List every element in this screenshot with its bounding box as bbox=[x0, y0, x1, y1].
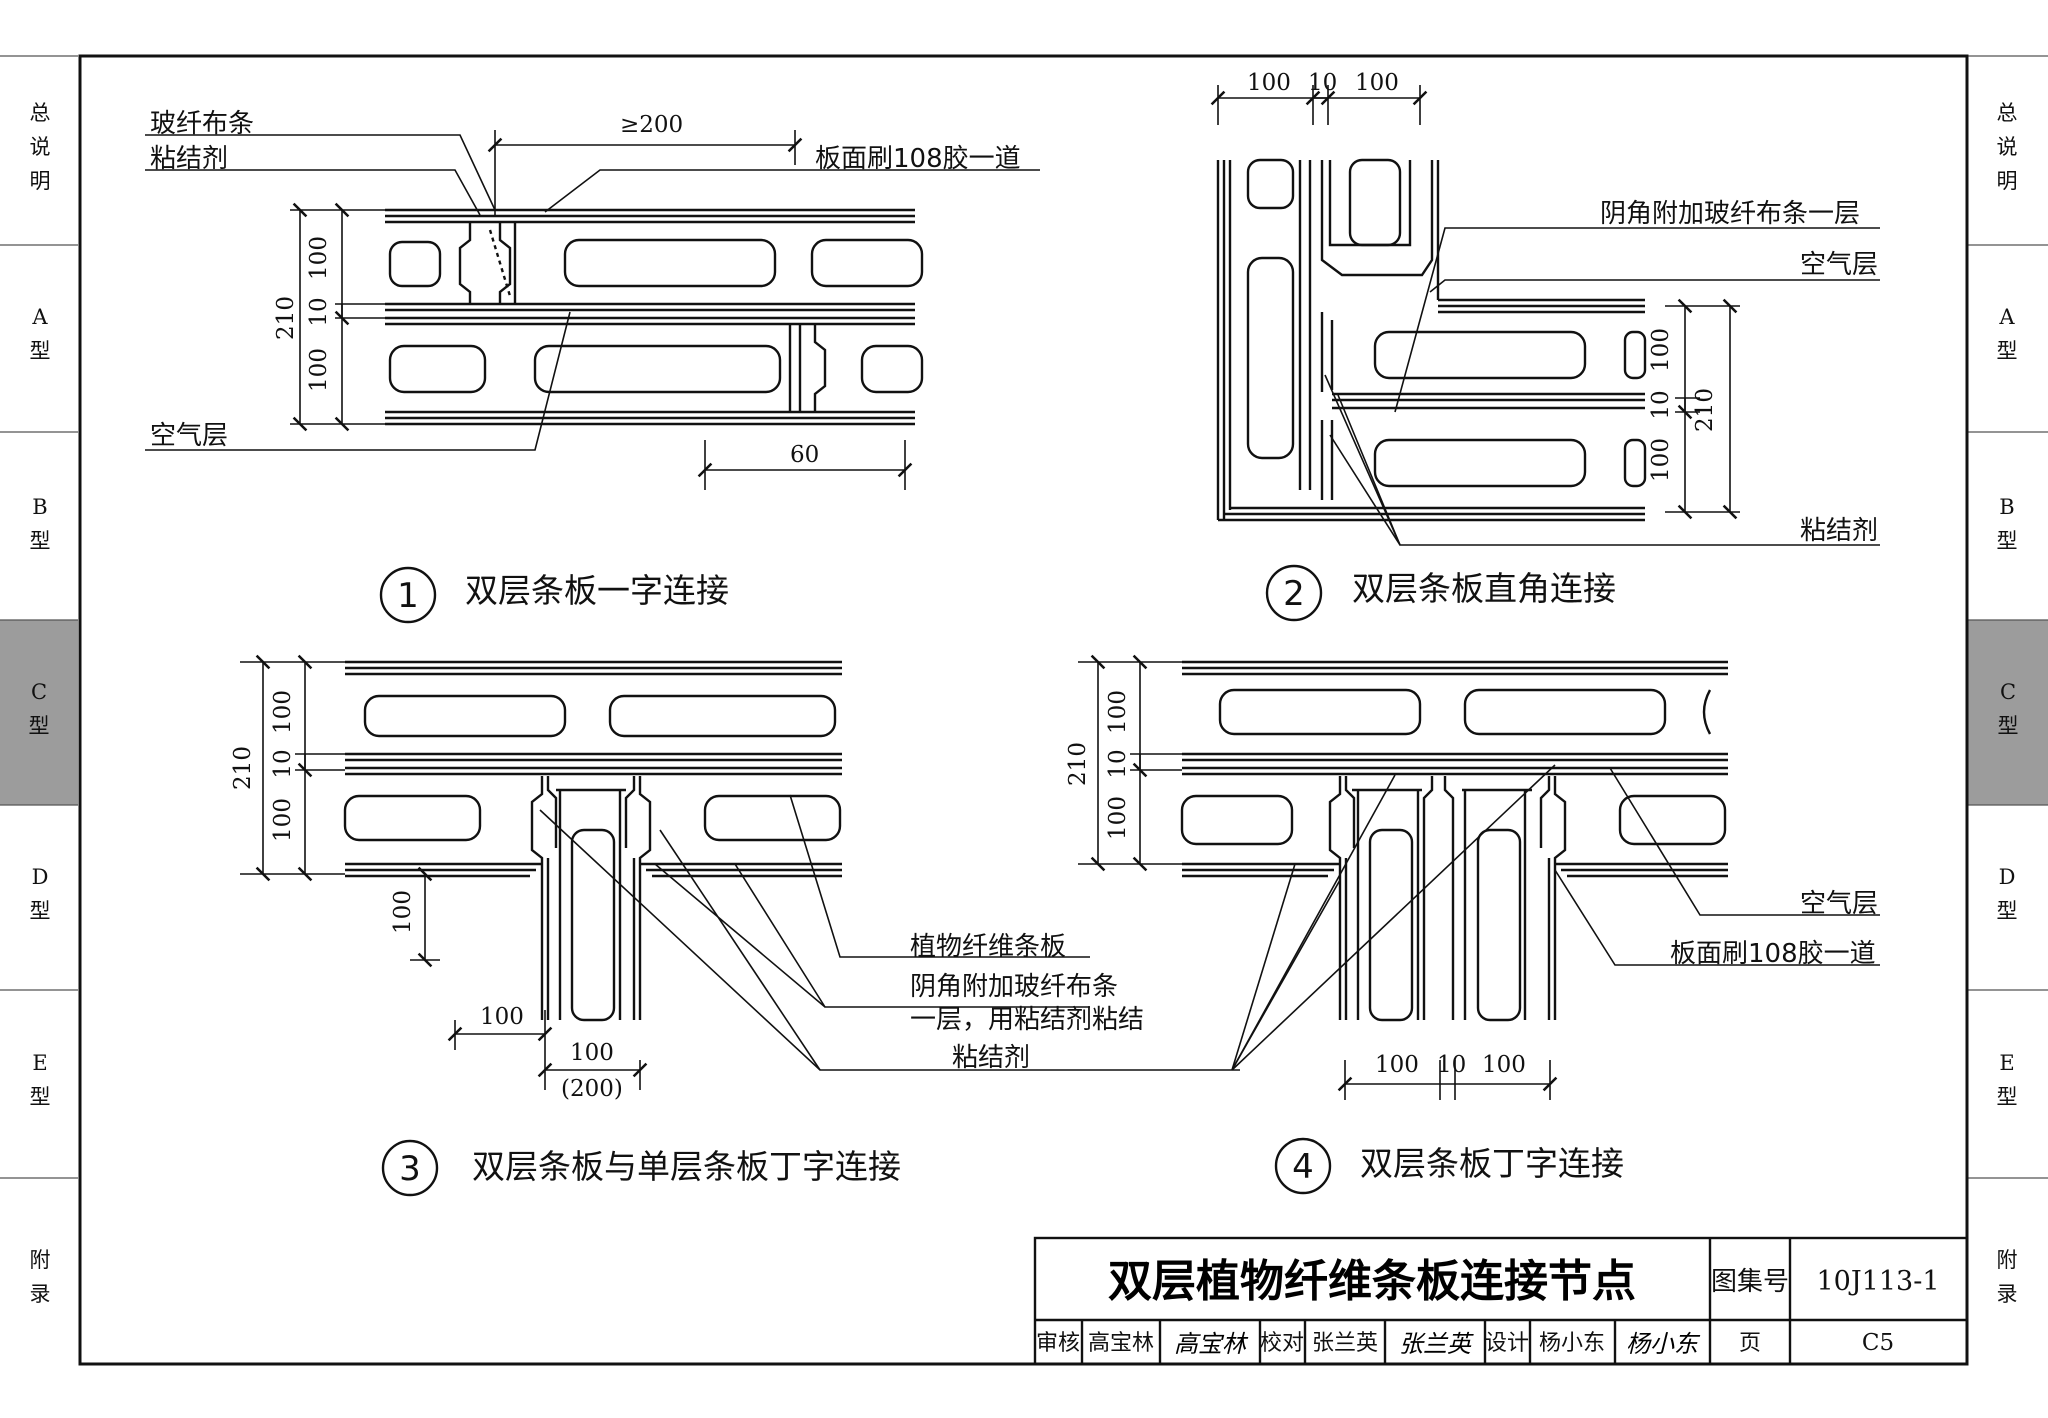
d2-number-circle bbox=[1265, 564, 1323, 622]
d4-dim-bottom: 100 bbox=[1105, 796, 1131, 840]
d3-label-adhesive: 粘结剂 bbox=[952, 1043, 1030, 1073]
title-block-grid bbox=[1033, 1236, 1969, 1366]
page-label: 页 bbox=[1739, 1331, 1761, 1356]
d3-dim-bottom: 100 bbox=[270, 798, 296, 842]
d1-label-glue: 板面刷108胶一道 bbox=[815, 144, 1021, 174]
d3-dim-stub: 100 bbox=[390, 890, 416, 934]
detail-2-dimensions bbox=[1210, 85, 1880, 546]
d4-label-air: 空气层 bbox=[1800, 889, 1878, 919]
side-tab-general-right[interactable]: 总说明 bbox=[1996, 101, 2018, 193]
page-no: C5 bbox=[1862, 1330, 1894, 1356]
atlas-no-label: 图集号 bbox=[1711, 1267, 1789, 1297]
d3-dim-top: 100 bbox=[270, 690, 296, 734]
d2-number: 2 bbox=[1283, 574, 1305, 614]
d2-dim-total: 210 bbox=[1692, 388, 1718, 432]
d1-dim-bottom: 100 bbox=[306, 348, 332, 392]
d2-label-adhesive: 粘结剂 bbox=[1800, 516, 1878, 546]
checker-signature: 张兰英 bbox=[1399, 1330, 1474, 1358]
d1-label-adhesive: 粘结剂 bbox=[150, 144, 228, 174]
d3-dim-gap: 10 bbox=[270, 749, 296, 778]
d4-dim-gap: 10 bbox=[1105, 749, 1131, 778]
d1-label-air: 空气层 bbox=[150, 421, 228, 451]
d1-dim-offset: 60 bbox=[790, 442, 819, 468]
detail-1-drawing bbox=[385, 208, 924, 426]
reviewer-signature: 高宝林 bbox=[1174, 1330, 1249, 1358]
d4-dim-top: 100 bbox=[1105, 690, 1131, 734]
detail-4-drawing bbox=[1180, 660, 1728, 1022]
detail-1-dimensions bbox=[145, 130, 1040, 490]
d2-dim-gap: 10 bbox=[1308, 70, 1337, 96]
d3-dim-width-alt: (200) bbox=[561, 1076, 623, 1102]
d3-dim-width: 100 bbox=[570, 1040, 614, 1066]
d4-number-circle bbox=[1274, 1137, 1332, 1195]
reviewer-name: 高宝林 bbox=[1088, 1331, 1154, 1356]
d1-dim-top: 100 bbox=[306, 236, 332, 280]
d3-number: 3 bbox=[399, 1149, 421, 1189]
detail-3-dimensions bbox=[240, 654, 1240, 1090]
d4-dim-w3: 100 bbox=[1482, 1052, 1526, 1078]
d3-label-board: 植物纤维条板 bbox=[910, 932, 1066, 962]
d1-dim-overlap: ≥200 bbox=[620, 112, 683, 138]
detail-2-drawing bbox=[1216, 158, 1647, 522]
d4-dim-w2: 10 bbox=[1437, 1052, 1466, 1078]
d4-dim-total: 210 bbox=[1065, 742, 1091, 786]
side-tab-appendix-right[interactable]: 附录 bbox=[1996, 1248, 2018, 1306]
checker-name: 张兰英 bbox=[1312, 1331, 1378, 1356]
d4-label-glue: 板面刷108胶一道 bbox=[1670, 939, 1876, 969]
d1-dim-total: 210 bbox=[273, 296, 299, 340]
d2-label-fiber: 阴角附加玻纤布条一层 bbox=[1600, 199, 1860, 229]
detail-4-dimensions bbox=[1078, 654, 1880, 1100]
review-label: 审核 bbox=[1036, 1331, 1080, 1356]
d3-dim-total: 210 bbox=[230, 746, 256, 790]
drawing-frame bbox=[78, 54, 1969, 1366]
d2-dim-right: 100 bbox=[1355, 70, 1399, 96]
d1-number: 1 bbox=[397, 576, 419, 616]
d3-caption: 双层条板与单层条板丁字连接 bbox=[472, 1147, 901, 1186]
d1-label-fiber: 玻纤布条 bbox=[150, 109, 254, 139]
d3-dim-offset: 100 bbox=[480, 1004, 524, 1030]
d3-number-circle bbox=[381, 1139, 439, 1197]
d4-number: 4 bbox=[1292, 1147, 1314, 1187]
d2-dim-bottom: 100 bbox=[1648, 438, 1674, 482]
side-tab-general-left[interactable]: 总说明 bbox=[29, 101, 51, 193]
d2-label-air: 空气层 bbox=[1800, 250, 1878, 280]
atlas-no: 10J113-1 bbox=[1816, 1266, 1939, 1297]
sheet-title: 双层植物纤维条板连接节点 bbox=[1108, 1256, 1636, 1307]
side-tab-appendix-left[interactable]: 附录 bbox=[29, 1248, 51, 1306]
d2-dim-mid: 10 bbox=[1648, 390, 1674, 419]
d3-label-fiber-1: 阴角附加玻纤布条 bbox=[910, 972, 1118, 1002]
side-tab-dividers bbox=[0, 55, 2048, 1179]
d1-caption: 双层条板一字连接 bbox=[465, 571, 729, 610]
d4-dim-w1: 100 bbox=[1375, 1052, 1419, 1078]
check-label: 校对 bbox=[1260, 1331, 1304, 1356]
d1-dim-gap: 10 bbox=[306, 297, 332, 326]
d2-caption: 双层条板直角连接 bbox=[1352, 569, 1616, 608]
designer-signature: 杨小东 bbox=[1626, 1330, 1701, 1358]
designer-name: 杨小东 bbox=[1539, 1331, 1605, 1356]
d1-number-circle bbox=[379, 566, 437, 624]
d4-caption: 双层条板丁字连接 bbox=[1360, 1144, 1624, 1183]
design-label: 设计 bbox=[1485, 1331, 1529, 1356]
d2-dim-top: 100 bbox=[1648, 328, 1674, 372]
detail-3-drawing bbox=[343, 660, 842, 1022]
d2-dim-left: 100 bbox=[1247, 70, 1291, 96]
d3-label-fiber-2: 一层，用粘结剂粘结 bbox=[910, 1005, 1144, 1035]
